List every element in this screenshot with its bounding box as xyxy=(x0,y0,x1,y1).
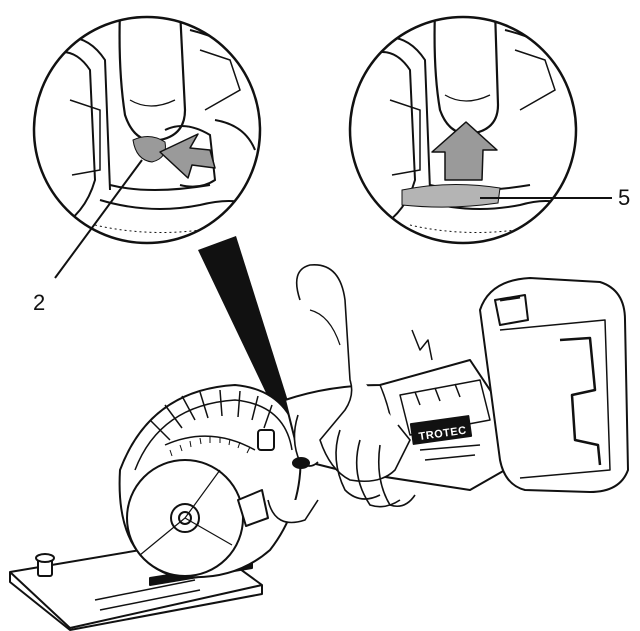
arrow-right-icon xyxy=(159,133,216,179)
circular-saw: TROTEC xyxy=(9,264,629,631)
release-bar-right xyxy=(401,183,501,208)
arrow-up-icon xyxy=(431,121,498,181)
callout-number-5: 5 xyxy=(618,185,631,210)
battery-pack xyxy=(479,277,629,493)
detail-circle-right xyxy=(348,15,578,245)
leader-line-2 xyxy=(54,159,143,279)
callout-number-2: 2 xyxy=(33,290,46,315)
detail-circle-left xyxy=(32,15,262,245)
release-button-left xyxy=(132,136,166,163)
